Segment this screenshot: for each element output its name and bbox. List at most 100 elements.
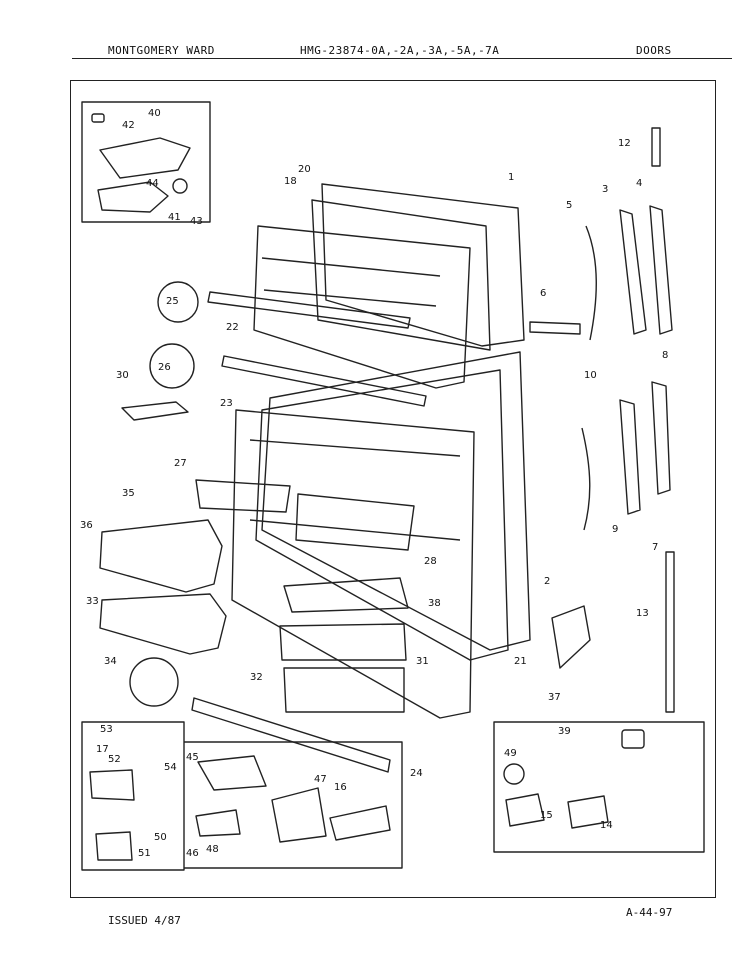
fresh-gasket xyxy=(255,369,509,661)
callout-51: 51 xyxy=(138,848,151,859)
callout-23: 23 xyxy=(220,398,233,409)
drawing-code: A-44-97 xyxy=(626,906,673,919)
bushing xyxy=(172,178,188,194)
hinge-cover-9 xyxy=(581,427,591,531)
shelf-rail-24 xyxy=(191,697,391,773)
callout-18: 18 xyxy=(284,176,297,187)
callout-36: 36 xyxy=(80,520,93,531)
bushing-43 xyxy=(621,729,645,749)
callout-17: 17 xyxy=(96,744,109,755)
callout-4: 4 xyxy=(636,178,642,189)
hinge-pin-6 xyxy=(529,321,581,335)
bin-33 xyxy=(99,593,227,655)
callout-41: 41 xyxy=(168,212,181,223)
header-model: HMG-23874-0A,-2A,-3A,-5A,-7A xyxy=(300,44,500,57)
freezer-gasket xyxy=(311,199,491,351)
callout-32: 32 xyxy=(250,672,263,683)
callout-53: 53 xyxy=(100,724,113,735)
header-section: DOORS xyxy=(636,44,672,57)
callout-40: 40 xyxy=(148,108,161,119)
callout-3: 3 xyxy=(602,184,608,195)
detail-circle-26a xyxy=(149,343,195,389)
callout-24: 24 xyxy=(410,768,423,779)
callout-42: 42 xyxy=(122,120,135,131)
bracket-16 xyxy=(329,805,391,841)
callout-8: 8 xyxy=(662,350,668,361)
hinge-inset-box xyxy=(81,101,211,223)
callout-5: 5 xyxy=(566,200,572,211)
callout-37: 37 xyxy=(548,692,561,703)
callout-30: 30 xyxy=(116,370,129,381)
bracket-51 xyxy=(95,831,133,861)
trim-13 xyxy=(665,551,675,713)
callout-48: 48 xyxy=(206,844,219,855)
callout-50: 50 xyxy=(154,832,167,843)
callout-14: 14 xyxy=(600,820,613,831)
hinge-inset-box-2 xyxy=(81,721,185,871)
hinge-8 xyxy=(651,381,671,495)
callout-54: 54 xyxy=(164,762,177,773)
dairy-cover-27 xyxy=(195,479,291,513)
callout-20: 20 xyxy=(298,164,311,175)
callout-26: 26 xyxy=(158,362,171,373)
issued-date: ISSUED 4/87 xyxy=(108,914,181,927)
bracket-17 xyxy=(89,769,135,801)
callout-7: 7 xyxy=(652,542,658,553)
bin-38 xyxy=(283,577,409,613)
bin-32 xyxy=(283,667,405,713)
hinge-plate xyxy=(99,137,191,179)
cover-14 xyxy=(567,795,609,829)
callout-16: 16 xyxy=(334,782,347,793)
freezer-shelves xyxy=(261,257,441,307)
shelf-rail-23 xyxy=(221,355,427,407)
hinge-7 xyxy=(619,399,641,515)
callout-38: 38 xyxy=(428,598,441,609)
callout-1: 1 xyxy=(508,172,514,183)
callout-45: 45 xyxy=(186,752,199,763)
screw xyxy=(91,113,105,123)
callout-47: 47 xyxy=(314,774,327,785)
callout-22: 22 xyxy=(226,322,239,333)
hardware-inset-box xyxy=(493,721,705,853)
trim-12 xyxy=(651,127,661,167)
fresh-dividers xyxy=(249,439,461,541)
callout-28: 28 xyxy=(424,556,437,567)
callout-46: 46 xyxy=(186,848,199,859)
hinge-inset-box-3 xyxy=(184,741,403,869)
callout-31: 31 xyxy=(416,656,429,667)
callout-21: 21 xyxy=(514,656,527,667)
bracket-47 xyxy=(271,787,327,843)
callout-10: 10 xyxy=(584,370,597,381)
callout-34: 34 xyxy=(104,656,117,667)
part-30 xyxy=(121,401,189,421)
callout-44: 44 xyxy=(146,178,159,189)
callout-33: 33 xyxy=(86,596,99,607)
plug-49 xyxy=(503,763,525,785)
detail-circle-26b xyxy=(129,657,179,707)
callout-43: 43 xyxy=(190,216,203,227)
shelf-rail-22 xyxy=(207,291,411,329)
header-brand: MONTGOMERY WARD xyxy=(108,44,215,57)
callout-9: 9 xyxy=(612,524,618,535)
callout-6: 6 xyxy=(540,288,546,299)
dairy-cover-28 xyxy=(295,493,415,551)
header-rule xyxy=(72,58,732,59)
freezer-liner xyxy=(253,225,471,389)
freezer-door-outer xyxy=(321,183,525,347)
callout-27: 27 xyxy=(174,458,187,469)
callout-2: 2 xyxy=(544,576,550,587)
callout-12: 12 xyxy=(618,138,631,149)
shim-46 xyxy=(195,809,241,837)
hinge-shim xyxy=(97,181,169,213)
callout-13: 13 xyxy=(636,608,649,619)
hinge-cover-5 xyxy=(585,225,597,341)
callout-15: 15 xyxy=(540,810,553,821)
detail-circle-25 xyxy=(157,281,199,323)
fresh-door-outer xyxy=(261,351,531,651)
diagram-frame xyxy=(70,80,716,898)
hinge-3 xyxy=(619,209,647,335)
hinge-4 xyxy=(649,205,673,335)
bin-35 xyxy=(99,519,223,593)
bracket-45 xyxy=(197,755,267,791)
